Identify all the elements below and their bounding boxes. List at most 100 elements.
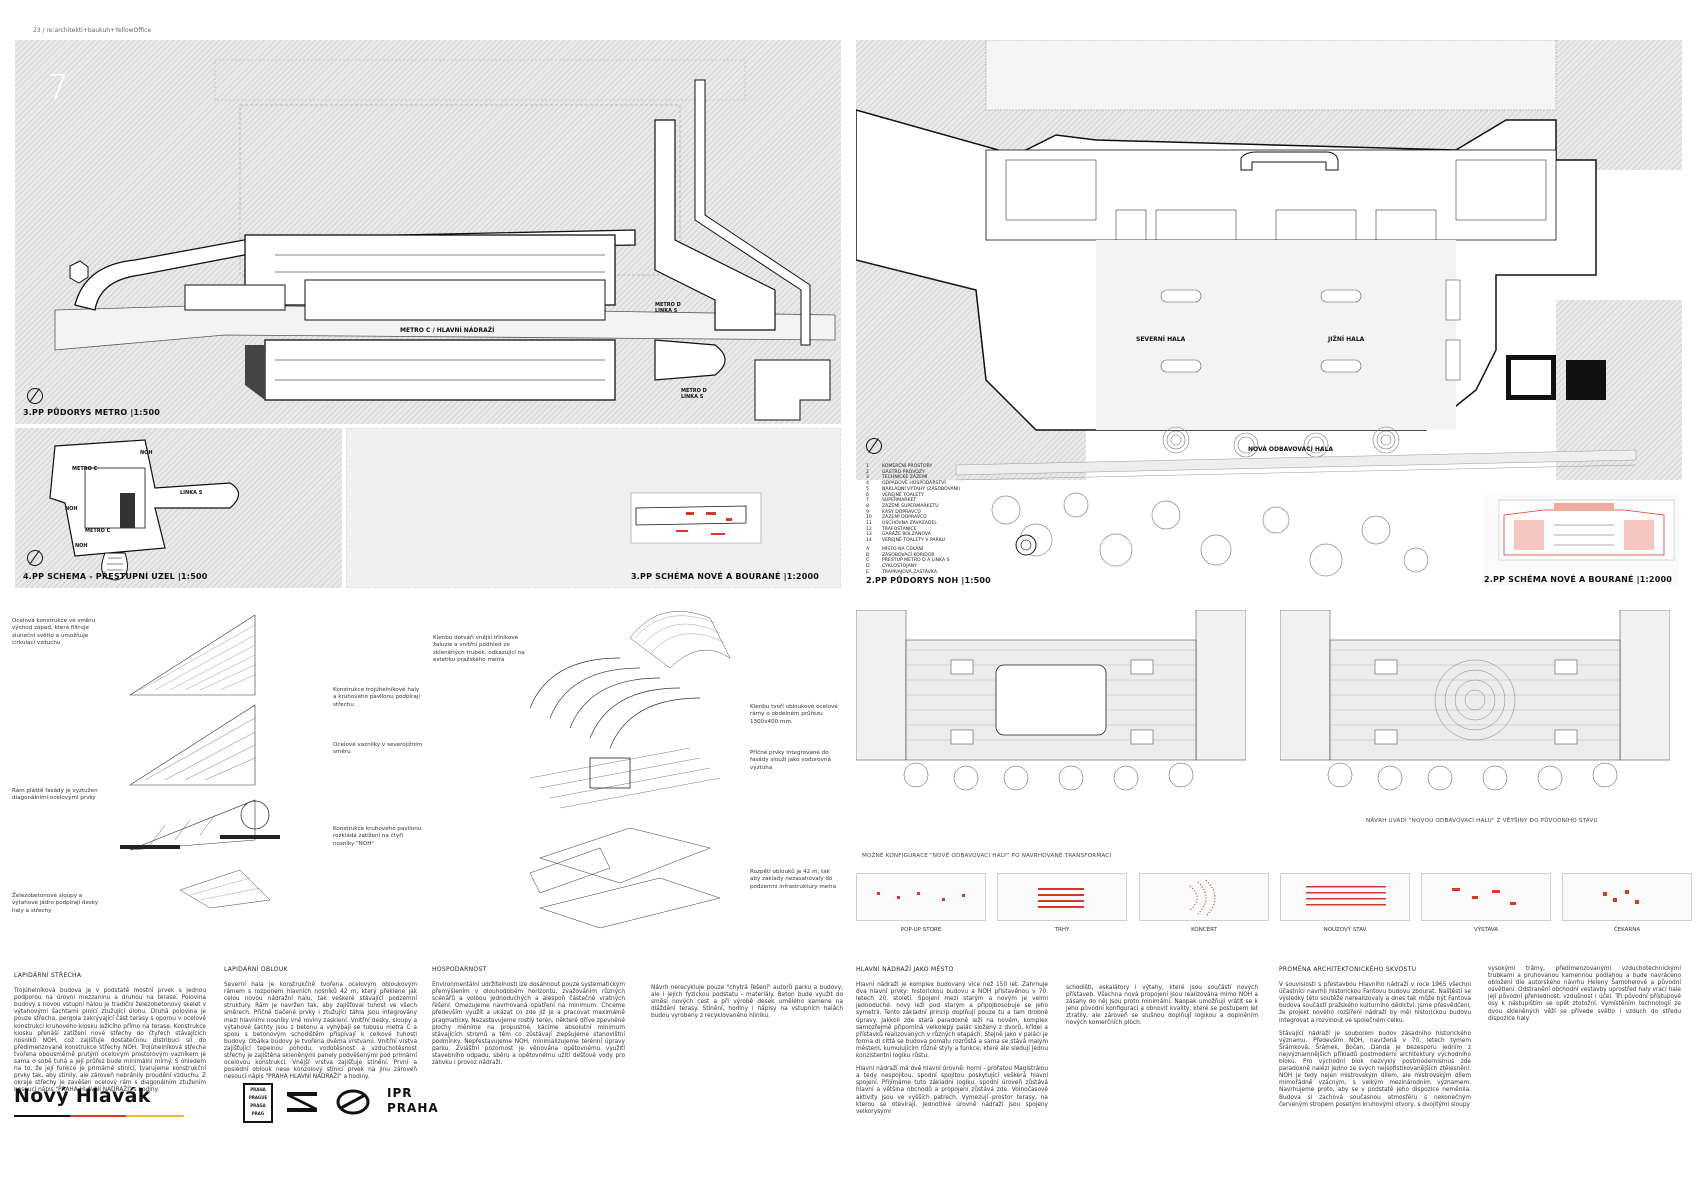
text-promena-c: vysokými trámy, předimenzovanými vzducho… — [1488, 966, 1681, 1029]
paragraph: Stávající nádraží je souborem budov zása… — [1279, 1030, 1471, 1108]
schema4-label-noh-2: NOH — [65, 506, 78, 512]
axo-note-5: Konstrukce kruhového pavilonu rozkládá z… — [333, 826, 422, 847]
text-promena: PROMĚNA ARCHITEKTONICKÉHO SKVOSTU V souv… — [1279, 966, 1471, 1115]
section-heading: HOSPODÁRNOST — [432, 966, 487, 973]
axo-note-7: Klenbu dotváří vnější tříníkové žaluzie … — [433, 635, 525, 664]
paragraph: Hlavní nádraží je komplex budovaný více … — [856, 982, 1048, 1060]
plan-title-schema-4pp: 4.PP SCHEMA - PŘESTUPNÍ UZEL |1:500 — [23, 572, 208, 581]
schema4-label-metro-c-2: METRO C — [85, 528, 111, 534]
plan-title-schema-3pp: 3.PP SCHÉMA NOVÉ A BOURANÉ |1:2000 — [631, 572, 819, 581]
plan-schema-4pp: NOH METRO C LINKA S NOH METRO C NOH 4.PP… — [15, 428, 342, 588]
axo-note-10: Rozpětí oblouků je 42 m, tak aby základy… — [750, 869, 837, 890]
text-hospodarnost-b: Návrh nerecykluje pouze "chytrá řešení" … — [651, 985, 843, 1026]
paragraph: Hlavní nádraží má dvě hlavní úrovně: hor… — [856, 1066, 1048, 1115]
north-arrow-icon — [27, 388, 43, 404]
praha-mark: PRAHA PRAGUE PRAGA PRAG — [243, 1083, 273, 1123]
config-pop-up-store: POP-UP STORE — [856, 873, 986, 933]
config-koncert: KONCERT — [1139, 873, 1269, 933]
metro-d-label-top: METRO D LINKA S — [655, 302, 681, 314]
section-heading: PROMĚNA ARCHITEKTONICKÉHO SKVOSTU — [1279, 966, 1417, 973]
metro-station-label: METRO C / HLAVNÍ NÁDRAŽÍ — [400, 327, 495, 334]
text-hospodarnost: HOSPODÁRNOST Environmentální udržitelnos… — [432, 966, 625, 1073]
paragraph: Trojúhelníková budova je v podstatě most… — [14, 988, 206, 1094]
metro-plan-drawing — [54, 59, 836, 421]
north-arrow-icon — [866, 438, 882, 454]
section-heading: LAPIDÁRNÍ STŘECHA — [14, 972, 82, 979]
plan-schema-3pp-new: 3.PP SCHÉMA NOVÉ A BOURANÉ |1:2000 — [346, 428, 841, 588]
site-hatch-right — [1556, 300, 1682, 480]
config-label: TRHY — [1054, 927, 1070, 933]
plan-title-schema-2pp: 2.PP SCHÉMA NOVÉ A BOURANÉ |1:2000 — [1484, 575, 1672, 584]
logo-underline — [14, 1115, 184, 1117]
config-label: VÝSTAVA — [1473, 927, 1499, 933]
hall-north-label: SEVERNÍ HALA — [1136, 336, 1186, 343]
config-label: NOUZOVÝ STAV — [1323, 927, 1367, 933]
axo-note-1: Ocelová konstrukce ve směru východ západ… — [12, 618, 96, 647]
section-heading: LAPIDÁRNÍ OBLOUK — [224, 966, 288, 973]
schema4-label-linka-s: LINKA S — [180, 490, 203, 496]
hall-new-label: NOVÁ ODBAVOVACÍ HALA — [1248, 446, 1334, 453]
config-vystava: VÝSTAVA — [1421, 873, 1551, 933]
schema-3pp-drawing — [346, 428, 841, 588]
paragraph: Severní hala je konstrukčně tvořena ocel… — [224, 982, 417, 1081]
axo-arch-drawing — [510, 598, 750, 933]
axo-note-8: Klenbu tvoří obloukové ocelové rámy o ob… — [750, 704, 838, 725]
config-label: POP-UP STORE — [900, 927, 942, 933]
configs-title: MOŽNÉ KONFIGURACE "NOVÉ ODBAVOVACÍ HALY"… — [862, 853, 1112, 859]
noh-plan-drawing — [856, 40, 1637, 577]
axo-note-2: Konstrukce trojúhelníkové haly a kruhové… — [333, 687, 420, 708]
config-label: ČEKÁRNA — [1613, 927, 1641, 933]
config-label: KONCERT — [1191, 927, 1217, 933]
transport-logo-icon — [285, 1088, 319, 1116]
text-mesto-c: schodišti, eskalátory i výtahy, které js… — [1066, 985, 1258, 1034]
paragraph: vysokými trámy, předimenzovanými vzducho… — [1488, 966, 1681, 1022]
axo-triangle-drawing — [120, 600, 320, 910]
praha-mark-text: PRAHA PRAGUE PRAGA PRAG — [248, 1087, 268, 1116]
plan-noh-2pp: SEVERNÍ HALA JIŽNÍ HALA NOVÁ ODBAVOVACÍ … — [856, 40, 1682, 588]
ipr-logo: IPR PRAHA — [387, 1086, 439, 1115]
section-heading: HLAVNÍ NÁDRAŽÍ JAKO MĚSTO — [856, 966, 954, 973]
schema4-label-noh-1: NOH — [140, 450, 153, 456]
panel-number: 7 — [47, 68, 69, 108]
axo-note-3: Ocelové vaznilky v severojižním směru — [333, 742, 423, 756]
config-cekarna: ČEKÁRNA — [1562, 873, 1692, 933]
hall-south-label: JIŽNÍ HALA — [1328, 336, 1365, 343]
axo-note-9: Příčné prvky integrované do fasády slouž… — [750, 750, 831, 771]
config-nouzovy-stav: NOUZOVÝ STAV — [1280, 873, 1410, 933]
metro-d-label-bottom: METRO D LINKA S — [681, 388, 707, 400]
text-mesto: HLAVNÍ NÁDRAŽÍ JAKO MĚSTO Hlavní nádraží… — [856, 966, 1048, 1122]
schema-2pp-drawing — [1498, 499, 1675, 561]
hall-view-original — [1279, 609, 1671, 800]
plan-title-noh: 2.PP PŮDORYS NOH |1:500 — [866, 576, 991, 585]
schema-4pp-drawing — [49, 439, 240, 581]
paragraph: schodišti, eskalátory i výtahy, které js… — [1066, 985, 1258, 1027]
plan-metro-3pp: 7 METRO C / HLAVNÍ NÁDRAŽÍ METRO D LINKA… — [15, 40, 841, 424]
axo-note-6: Železobetonové sloupy a výtahové jádro p… — [12, 893, 99, 914]
text-lapidarni-oblouk: LAPIDÁRNÍ OBLOUK Severní hala je konstru… — [224, 966, 417, 1087]
hall-view-transformed — [855, 609, 1247, 800]
project-logo-title: Nový Hlavák — [14, 1085, 151, 1107]
plan-title-metro: 3.PP PŮDORYS METRO |1:500 — [23, 408, 160, 417]
text-lapidarni-strecha: LAPIDÁRNÍ STŘECHA Trojúhelníková budova … — [14, 972, 206, 1101]
paragraph: V souvislosti s přestavbou Hlavního nádr… — [1279, 982, 1471, 1024]
paragraph: Návrh nerecykluje pouze "chytrá řešení" … — [651, 985, 843, 1020]
views-caption: NÁVRH UVÁDÍ "NOVOU ODBAVOVACÍ HALU" Z VĚ… — [1366, 818, 1598, 824]
